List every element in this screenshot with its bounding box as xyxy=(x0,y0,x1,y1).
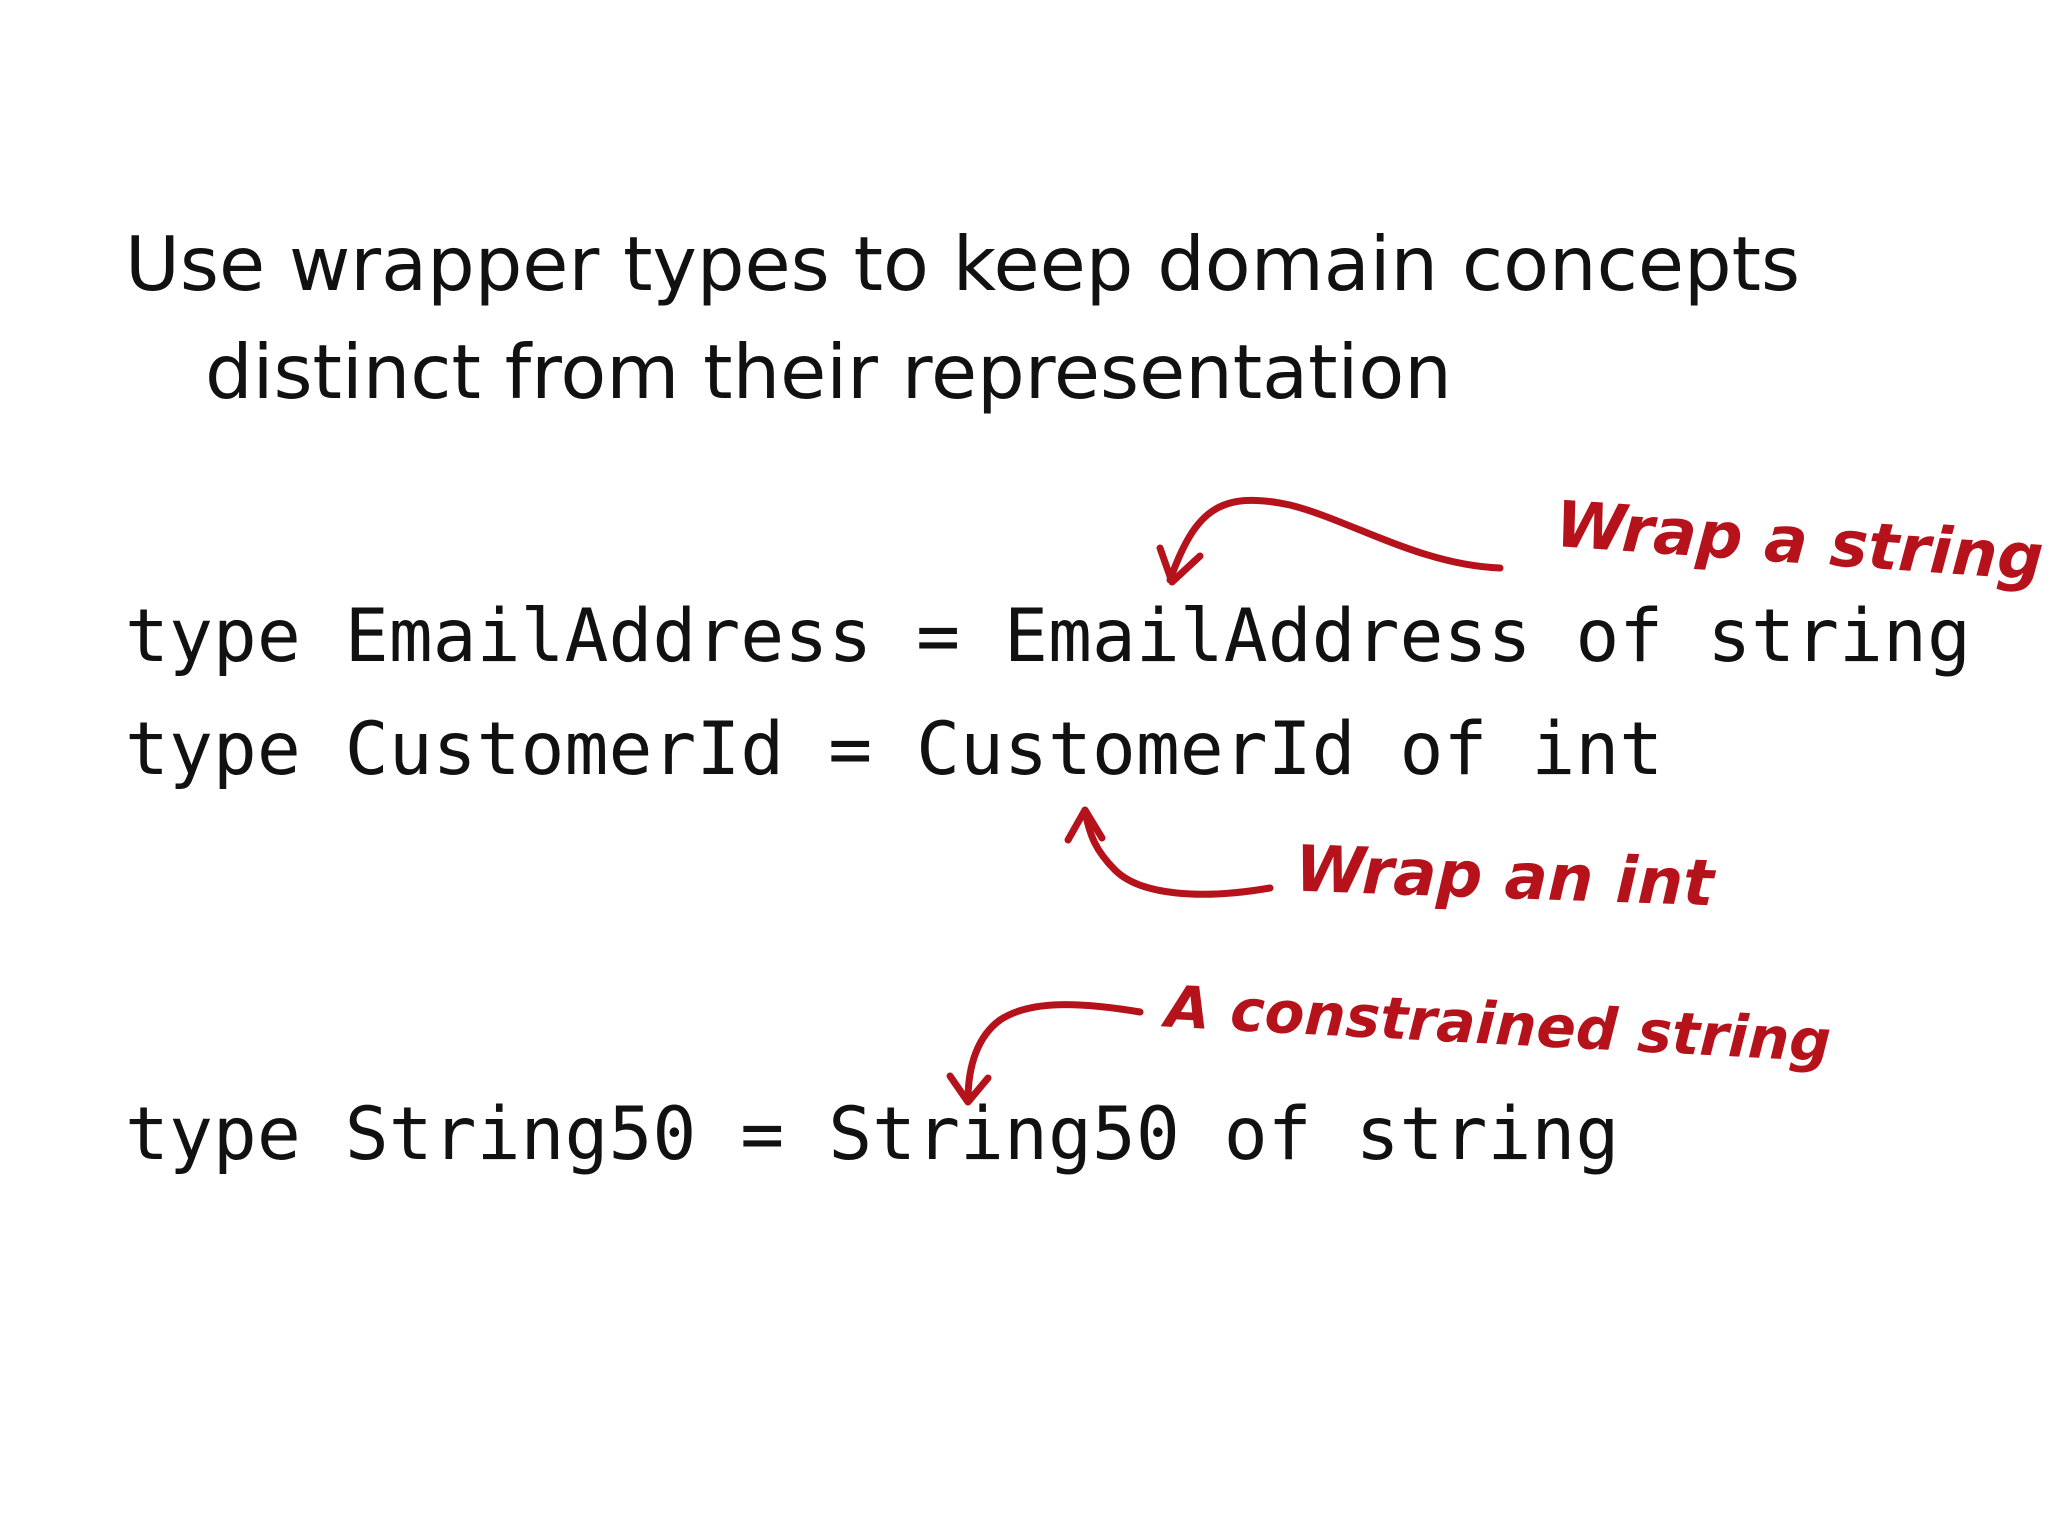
annotation-constrained-string: A constrained string xyxy=(1163,972,1833,1076)
code-line-string50: type String50 = String50 of string xyxy=(125,1092,1620,1177)
arrow-wrap-a-string-icon xyxy=(1166,496,1504,584)
code-line-email-address: type EmailAddress = EmailAddress of stri… xyxy=(125,594,1971,679)
heading-line-1: Use wrapper types to keep domain concept… xyxy=(125,220,1801,308)
annotation-wrap-an-int: Wrap an int xyxy=(1293,832,1715,922)
slide-heading: Use wrapper types to keep domain concept… xyxy=(125,210,1985,426)
code-line-customer-id: type CustomerId = CustomerId of int xyxy=(125,707,1664,792)
arrowhead-wrap-an-int-icon xyxy=(1064,806,1106,844)
arrow-constrained-string-icon xyxy=(964,1001,1144,1104)
arrow-wrap-an-int-icon xyxy=(1081,808,1274,898)
arrowhead-wrap-a-string-icon xyxy=(1156,544,1204,586)
annotation-wrap-a-string: Wrap a string xyxy=(1553,488,2046,596)
heading-line-2: distinct from their representation xyxy=(205,328,1452,416)
